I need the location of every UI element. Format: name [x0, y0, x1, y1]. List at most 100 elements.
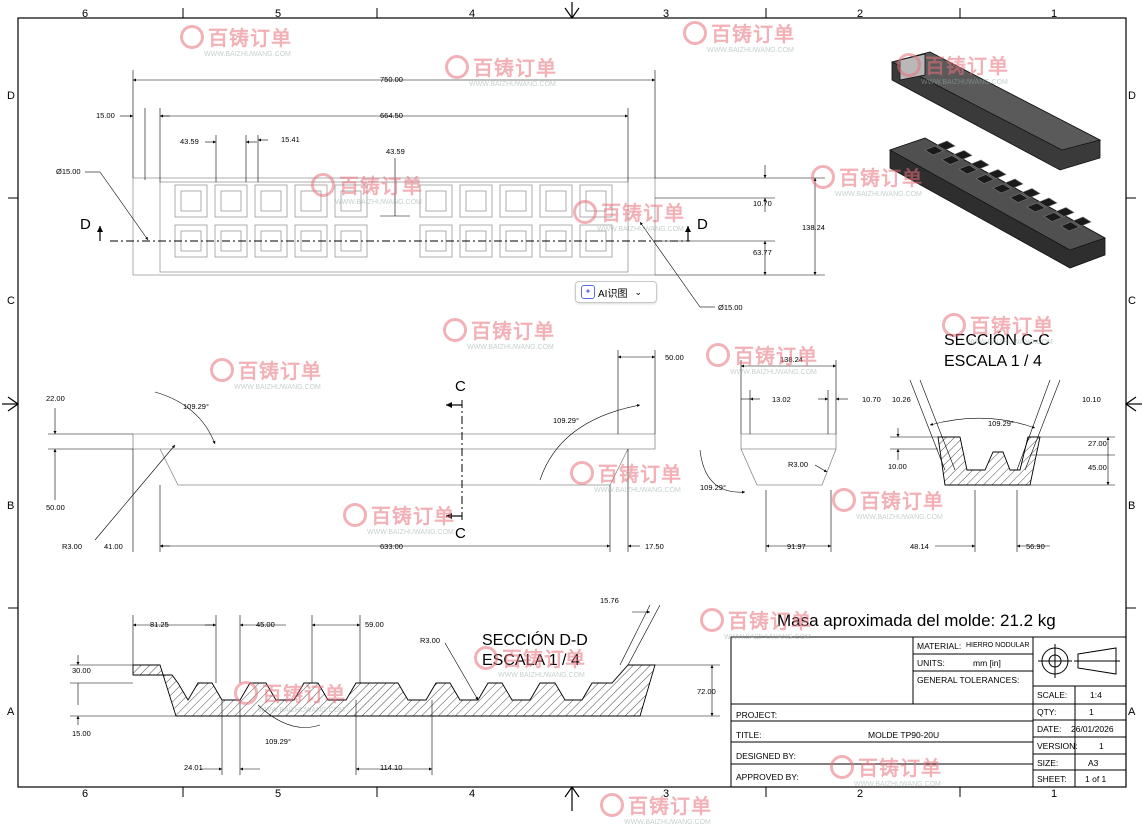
zone-col-3: 3 [663, 8, 670, 20]
dim-81-25: 81.25 [150, 620, 169, 629]
iso-cell [936, 140, 956, 151]
watermark-logo-icon [897, 53, 921, 77]
watermark-url: WWW.BAIZHUWANG.COM [835, 191, 922, 198]
mold-cell-inner [180, 190, 202, 212]
watermark-brand: 百铸订单 [628, 796, 712, 818]
watermark-brand: 百铸订单 [970, 316, 1054, 338]
watermark-brand: 百铸订单 [208, 28, 292, 50]
tb-scale-label: SCALE: [1037, 690, 1068, 700]
dim-angle-cc: 109.29° [988, 419, 1014, 428]
zone-row-d: D [7, 90, 15, 102]
dim-10-70-end: 10.70 [862, 395, 881, 404]
iso-cell [1043, 212, 1063, 222]
dim-15-76: 15.76 [600, 596, 619, 605]
section-cc-title: SECCIÓN C-C [944, 332, 1050, 349]
tb-qty-value: 1 [1089, 707, 1094, 717]
dim-10-70: 10.70 [753, 199, 772, 208]
watermark-brand: 百铸订单 [860, 491, 944, 513]
zone-col-6: 6 [82, 8, 89, 20]
watermark-logo-icon [811, 165, 835, 189]
watermark-logo-icon [942, 313, 966, 337]
mold-cell-outline [294, 224, 328, 258]
dim-41: 41.00 [104, 542, 123, 551]
dim-17-50: 17.50 [645, 542, 664, 551]
watermark-logo-icon [832, 488, 856, 512]
dim-angle-dd: 109.29° [265, 737, 291, 746]
iso-cell [970, 159, 990, 170]
tb-units-label: UNITS: [917, 658, 945, 668]
mold-cell-outline [254, 184, 288, 218]
dim-91-97: 91.97 [787, 542, 806, 551]
zone-row-a-right: A [1128, 706, 1136, 718]
iso-cell [1021, 188, 1041, 198]
watermark-logo-icon [573, 200, 597, 224]
mold-cell-outline [539, 224, 573, 258]
dim-30: 30.00 [72, 666, 91, 675]
mold-cell-outline [459, 224, 493, 258]
watermark-url: WWW.BAIZHUWANG.COM [724, 634, 811, 641]
dim-15: 15.00 [96, 111, 115, 120]
dim-24-01: 24.01 [184, 763, 203, 772]
mold-cell-outline [214, 184, 248, 218]
watermark-logo-icon [443, 318, 467, 342]
zone-col-1: 1 [1051, 8, 1058, 20]
zone-row-c-right: C [1128, 295, 1136, 307]
section-mark-d-right: D [697, 216, 708, 233]
tb-date-label: DATE: [1037, 724, 1062, 734]
dim-43-59-b: 43.59 [386, 147, 405, 156]
tb-size-value: A3 [1088, 758, 1099, 768]
watermark-brand: 百铸订单 [728, 611, 812, 633]
dim-dia-15-b: Ø15.00 [718, 303, 743, 312]
iso-cell [992, 183, 1012, 194]
zone-col-4-bottom: 4 [469, 788, 476, 800]
tb-version-value: 1 [1099, 741, 1104, 751]
tb-date-value: 26/01/2026 [1071, 724, 1114, 734]
watermark-url: WWW.BAIZHUWANG.COM [921, 79, 1008, 86]
section-mark-d-left: D [80, 216, 91, 233]
zone-row-a: A [7, 706, 15, 718]
watermark-brand: 百铸订单 [711, 24, 795, 46]
tb-size-label: SIZE: [1037, 758, 1059, 768]
watermark-brand: 百铸订单 [601, 203, 685, 225]
dim-45-dd: 45.00 [256, 620, 275, 629]
watermark-url: WWW.BAIZHUWANG.COM [854, 781, 941, 788]
dim-15-dd: 15.00 [72, 729, 91, 738]
dim-48-14: 48.14 [910, 542, 929, 551]
zone-row-c: C [7, 295, 15, 307]
watermark-url: WWW.BAIZHUWANG.COM [367, 529, 454, 536]
dim-63-77: 63.77 [753, 248, 772, 257]
watermark-brand: 百铸订单 [502, 649, 586, 671]
dim-r3-side: R3.00 [62, 542, 83, 551]
watermark-logo-icon [311, 173, 335, 197]
ai-recognize-button[interactable]: ✦ AI识图 ⌄ [575, 281, 657, 303]
iso-cell [1060, 221, 1080, 232]
dim-138-24: 138.24 [802, 223, 825, 232]
tb-title-value: MOLDE TP90-20U [868, 730, 940, 740]
tb-project-label: PROJECT: [736, 710, 778, 720]
mold-cell-outline [419, 184, 453, 218]
zone-row-d-right: D [1128, 90, 1136, 102]
tb-sheet-label: SHEET: [1037, 774, 1067, 784]
dim-664: 664.50 [380, 111, 403, 120]
section-dd-title: SECCIÓN D-D [482, 632, 588, 649]
watermark-url: WWW.BAIZHUWANG.COM [258, 707, 345, 714]
dim-angle-a: 109.29° [183, 402, 209, 411]
watermark-logo-icon [706, 343, 730, 367]
dim-72: 72.00 [697, 687, 716, 696]
zone-col-1-bottom: 1 [1051, 788, 1058, 800]
mold-cell-outline [459, 184, 493, 218]
dim-r3-dd: R3.00 [420, 636, 441, 645]
tb-title-label: TITLE: [736, 730, 762, 740]
dim-15-41: 15.41 [281, 135, 300, 144]
